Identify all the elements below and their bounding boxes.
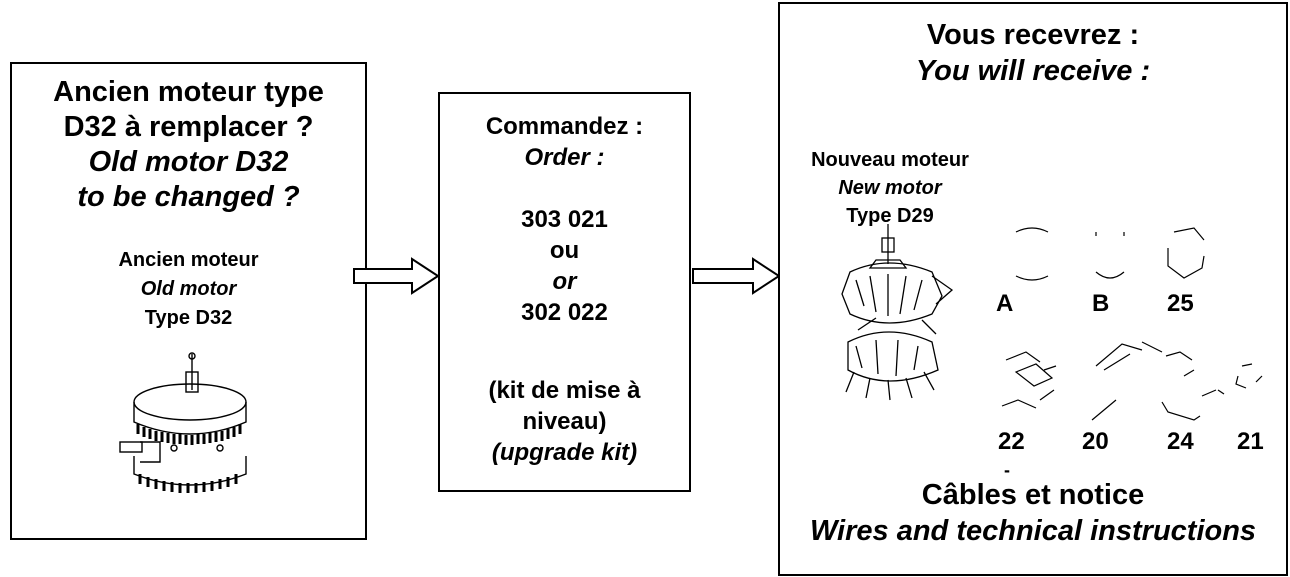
arrow-right-icon bbox=[692, 257, 781, 295]
order-kit-fr-1: (kit de mise à bbox=[488, 377, 641, 404]
order-ref-1: 303 021 bbox=[521, 206, 608, 233]
receive-heading-en: You will receive : bbox=[915, 55, 1151, 87]
order-or: or bbox=[552, 268, 577, 295]
part-22-icon bbox=[1001, 351, 1057, 409]
order-kit-en: (upgrade kit) bbox=[491, 439, 638, 466]
part-label-a: A bbox=[996, 290, 1014, 317]
part-21-icon bbox=[1235, 363, 1263, 389]
receive-heading-fr: Vous recevrez : bbox=[926, 19, 1140, 51]
part-label-21: 21 bbox=[1237, 428, 1264, 455]
new-motor-label: Nouveau moteur New motor Type D29 bbox=[790, 146, 990, 230]
new-motor-label-type: Type D29 bbox=[846, 205, 934, 227]
left-label-fr: Ancien moteur bbox=[118, 249, 259, 271]
order-heading-fr: Commandez : bbox=[485, 113, 644, 140]
part-25-icon bbox=[1167, 227, 1205, 279]
old-motor-box: Ancien moteur type D32 à remplacer ? Old… bbox=[10, 62, 367, 540]
order-ref-2: 302 022 bbox=[521, 299, 608, 326]
left-title-en-2: to be changed ? bbox=[77, 181, 300, 213]
order-heading-en: Order : bbox=[524, 144, 605, 171]
order-kit-fr-2: niveau) bbox=[522, 408, 607, 435]
receive-box: Vous recevrez : You will receive : Nouve… bbox=[778, 2, 1288, 576]
left-title-en-1: Old motor D32 bbox=[88, 146, 289, 178]
new-motor-d29-illustration-icon bbox=[841, 224, 954, 401]
left-title-fr-2: D32 à remplacer ? bbox=[63, 111, 314, 143]
receive-footer-fr: Câbles et notice bbox=[921, 479, 1145, 511]
order-box: Commandez : Order : 303 021 ou or 302 02… bbox=[438, 92, 691, 492]
left-label-type: Type D32 bbox=[144, 307, 233, 329]
part-label-22: 22 bbox=[998, 428, 1025, 455]
left-title-fr-1: Ancien moteur type bbox=[53, 76, 324, 108]
new-motor-label-en: New motor bbox=[838, 177, 942, 199]
receive-footer-en: Wires and technical instructions bbox=[809, 515, 1257, 547]
part-label-25: 25 bbox=[1167, 290, 1194, 317]
order-ou: ou bbox=[549, 237, 580, 264]
left-label-en: Old motor bbox=[140, 278, 237, 300]
old-motor-d32-illustration-icon bbox=[119, 352, 247, 493]
arrow-right-icon bbox=[353, 257, 440, 295]
new-motor-label-fr: Nouveau moteur bbox=[811, 149, 969, 171]
part-24-icon bbox=[1161, 351, 1225, 421]
part-label-24: 24 bbox=[1167, 428, 1194, 455]
part-dash: - bbox=[1004, 460, 1010, 480]
part-20-icon bbox=[1091, 341, 1163, 421]
part-a-icon bbox=[1015, 227, 1049, 281]
part-label-20: 20 bbox=[1082, 428, 1109, 455]
part-label-b: B bbox=[1092, 290, 1110, 317]
part-b-icon bbox=[1095, 232, 1125, 279]
